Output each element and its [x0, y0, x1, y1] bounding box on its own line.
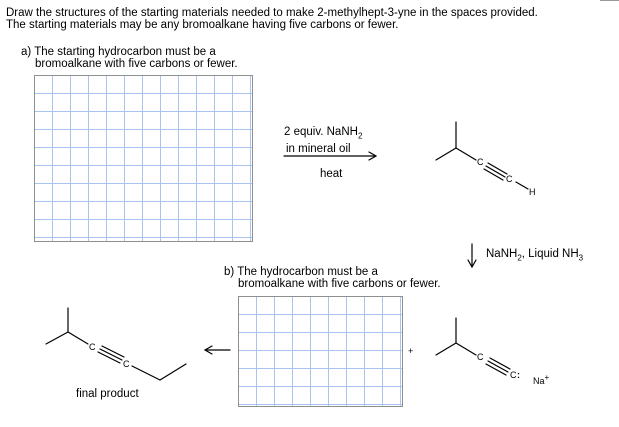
- step1-solvent: in mineral oil: [286, 143, 351, 155]
- final-propyl-bond-1: [131, 365, 161, 381]
- final-carbon-label: C: [89, 342, 96, 352]
- drawing-grid-b[interactable]: [238, 296, 403, 407]
- anion-triple-bond-a: [487, 360, 509, 373]
- part-b-line-1: b) The hydrocarbon must be a: [224, 266, 378, 278]
- final-methyl-bond-left: [45, 331, 69, 345]
- final-product-label: final product: [76, 388, 139, 400]
- final-carbon2-label: C: [123, 359, 130, 369]
- anion-carbon-label: C: [477, 352, 484, 362]
- final-triple-bond-a: [99, 348, 123, 361]
- top-edge-line: [600, 0, 619, 1]
- drawing-grid-a[interactable]: [34, 75, 253, 242]
- mol1-ch-bond: [455, 147, 477, 161]
- part-a-line-2: bromoalkane with five carbons or fewer.: [35, 58, 238, 70]
- final-ch-bond: [67, 331, 89, 345]
- anion-triple-bond-b: [485, 363, 507, 376]
- mol1-triple-bond-a: [485, 165, 506, 178]
- anion-triple-bond-c: [489, 357, 511, 370]
- final-triple-bond-b: [97, 351, 121, 364]
- mol1-ch-terminal-bond: [515, 181, 529, 190]
- sodium-counterion: Na+: [533, 373, 550, 386]
- mol1-hydrogen-label: H: [529, 187, 536, 197]
- mol1-triple-bond-c: [487, 162, 508, 175]
- mol1-carbon-label: C: [477, 157, 484, 167]
- part-b-line-2: bromoalkane with five carbons or fewer.: [238, 278, 441, 290]
- step2-reagent: NaNH2, Liquid NH3: [486, 248, 584, 263]
- step1-reagent: 2 equiv. NaNH2: [284, 126, 363, 141]
- step2-arrowhead: [467, 259, 477, 269]
- part-a-line-1: a) The starting hydrocarbon must be a: [21, 46, 216, 58]
- instruction-line-2: The starting materials may be any bromoa…: [6, 19, 399, 31]
- mol1-triple-bond-b: [483, 168, 504, 181]
- anion-lone-pair: :: [517, 370, 520, 380]
- reverse-arrowhead: [203, 345, 213, 355]
- step1-arrowhead: [368, 151, 378, 161]
- step1-condition: heat: [320, 168, 343, 180]
- instruction-line-1: Draw the structures of the starting mate…: [6, 7, 538, 19]
- mol1-methyl-bond-left: [435, 147, 457, 161]
- plus-sign: +: [408, 346, 414, 356]
- anion-ch-bond: [455, 342, 477, 356]
- anion-methyl-bond-left: [435, 342, 457, 356]
- final-propyl-bond-2: [159, 363, 187, 381]
- mol1-carbon2-label: C: [506, 174, 513, 184]
- final-triple-bond-c: [101, 345, 125, 358]
- anion-carbon2-label: C: [510, 370, 517, 380]
